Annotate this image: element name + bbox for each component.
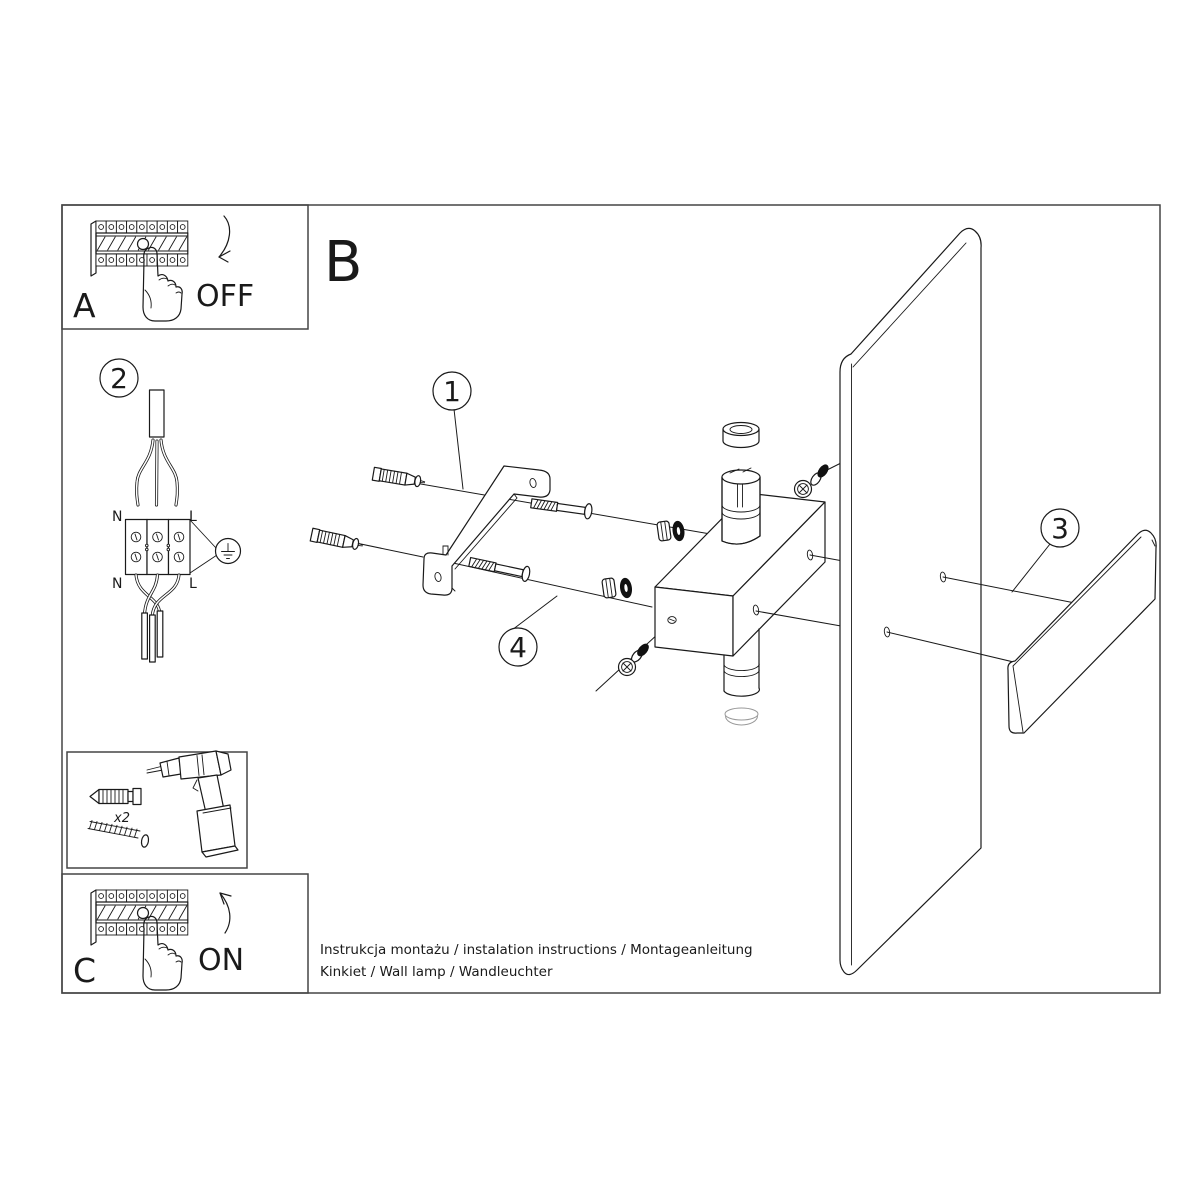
nut <box>601 577 617 599</box>
callout-4-leader <box>511 595 558 631</box>
panel-b-label: B <box>324 230 362 295</box>
label-line-bottom: L <box>189 576 197 592</box>
panel-c-label: C <box>73 951 96 990</box>
ground-symbol-icon <box>214 537 242 565</box>
projection-line-bottom <box>312 533 653 608</box>
mounting-bracket <box>422 465 551 596</box>
panel-a-box <box>61 204 309 330</box>
tube-ring <box>722 421 760 449</box>
glass-tube-top <box>721 467 761 545</box>
cable-sleeve <box>148 389 165 438</box>
panel-c-box <box>61 873 309 994</box>
callout-1-number: 1 <box>443 375 461 408</box>
wires-bottom <box>134 573 181 618</box>
wire-end-sleeve <box>141 612 149 660</box>
exploded-view <box>309 227 1157 976</box>
lamp-body <box>654 492 826 657</box>
body-end-hole <box>667 616 677 624</box>
wall-anchor <box>309 527 363 550</box>
drill-icon <box>146 750 239 858</box>
wall-hole <box>883 626 891 638</box>
footer-text: Instrukcja montażu / instalation instruc… <box>320 942 753 980</box>
callout-1-leader <box>453 408 464 490</box>
washer-slot <box>676 527 681 535</box>
terminal-block <box>124 518 191 576</box>
mounting-screw <box>468 556 531 582</box>
panel-a-label: A <box>73 286 96 325</box>
wall-hole <box>939 571 947 583</box>
wall-anchor <box>371 466 426 488</box>
callout-4-circle <box>498 627 538 667</box>
tools-box-content: x2 <box>87 750 239 858</box>
glass-tube-bottom <box>723 628 761 726</box>
callouts: 1 2 3 4 <box>99 358 1080 667</box>
footer-line-1: Instrukcja montażu / instalation instruc… <box>320 942 753 958</box>
ground-pointer-lines <box>189 519 218 574</box>
label-neutral-top: N <box>112 509 122 525</box>
panel-a-action: OFF <box>196 279 254 314</box>
nut <box>656 520 672 542</box>
off-arrow-icon <box>218 215 231 263</box>
label-neutral-bottom: N <box>112 576 122 592</box>
callout-2-circle <box>99 358 139 398</box>
washer-slot <box>624 584 628 592</box>
panel-a: A OFF <box>73 215 254 325</box>
projection-line-body-to-wall <box>755 554 844 627</box>
wall-plug-icon <box>89 787 142 806</box>
tools-box <box>66 751 248 869</box>
wire-end-sleeve <box>156 610 164 658</box>
callout-1-circle <box>432 371 472 411</box>
main-frame <box>61 204 1161 994</box>
label-line-top: L <box>189 509 197 525</box>
screw-icon <box>87 820 150 848</box>
on-arrow-icon <box>219 892 232 934</box>
callout-3-number: 3 <box>1051 512 1069 545</box>
footer-line-2: Kinkiet / Wall lamp / Wandleuchter <box>320 964 553 980</box>
callout-4-number: 4 <box>509 631 527 664</box>
panel-c-action: ON <box>198 943 244 978</box>
wire-end-sleeve <box>149 614 156 663</box>
callout-3-circle <box>1040 508 1080 548</box>
anchor-quantity-label: x2 <box>113 811 130 826</box>
wiring-diagram: N L N L <box>112 389 242 663</box>
mounting-screw <box>530 498 593 520</box>
callout-3-leader <box>1011 543 1051 593</box>
projection-line-wall-to-cover <box>886 576 1081 665</box>
body-side-hole <box>752 604 760 616</box>
wires-top <box>135 438 179 507</box>
fixing-screw-bottom <box>617 643 649 677</box>
fixing-screw-top <box>793 464 829 499</box>
body-side-hole <box>806 549 814 561</box>
wall-panel <box>839 227 982 976</box>
panel-c: C ON <box>73 889 244 991</box>
callout-2-number: 2 <box>110 362 128 395</box>
cover-panel <box>1007 529 1157 734</box>
